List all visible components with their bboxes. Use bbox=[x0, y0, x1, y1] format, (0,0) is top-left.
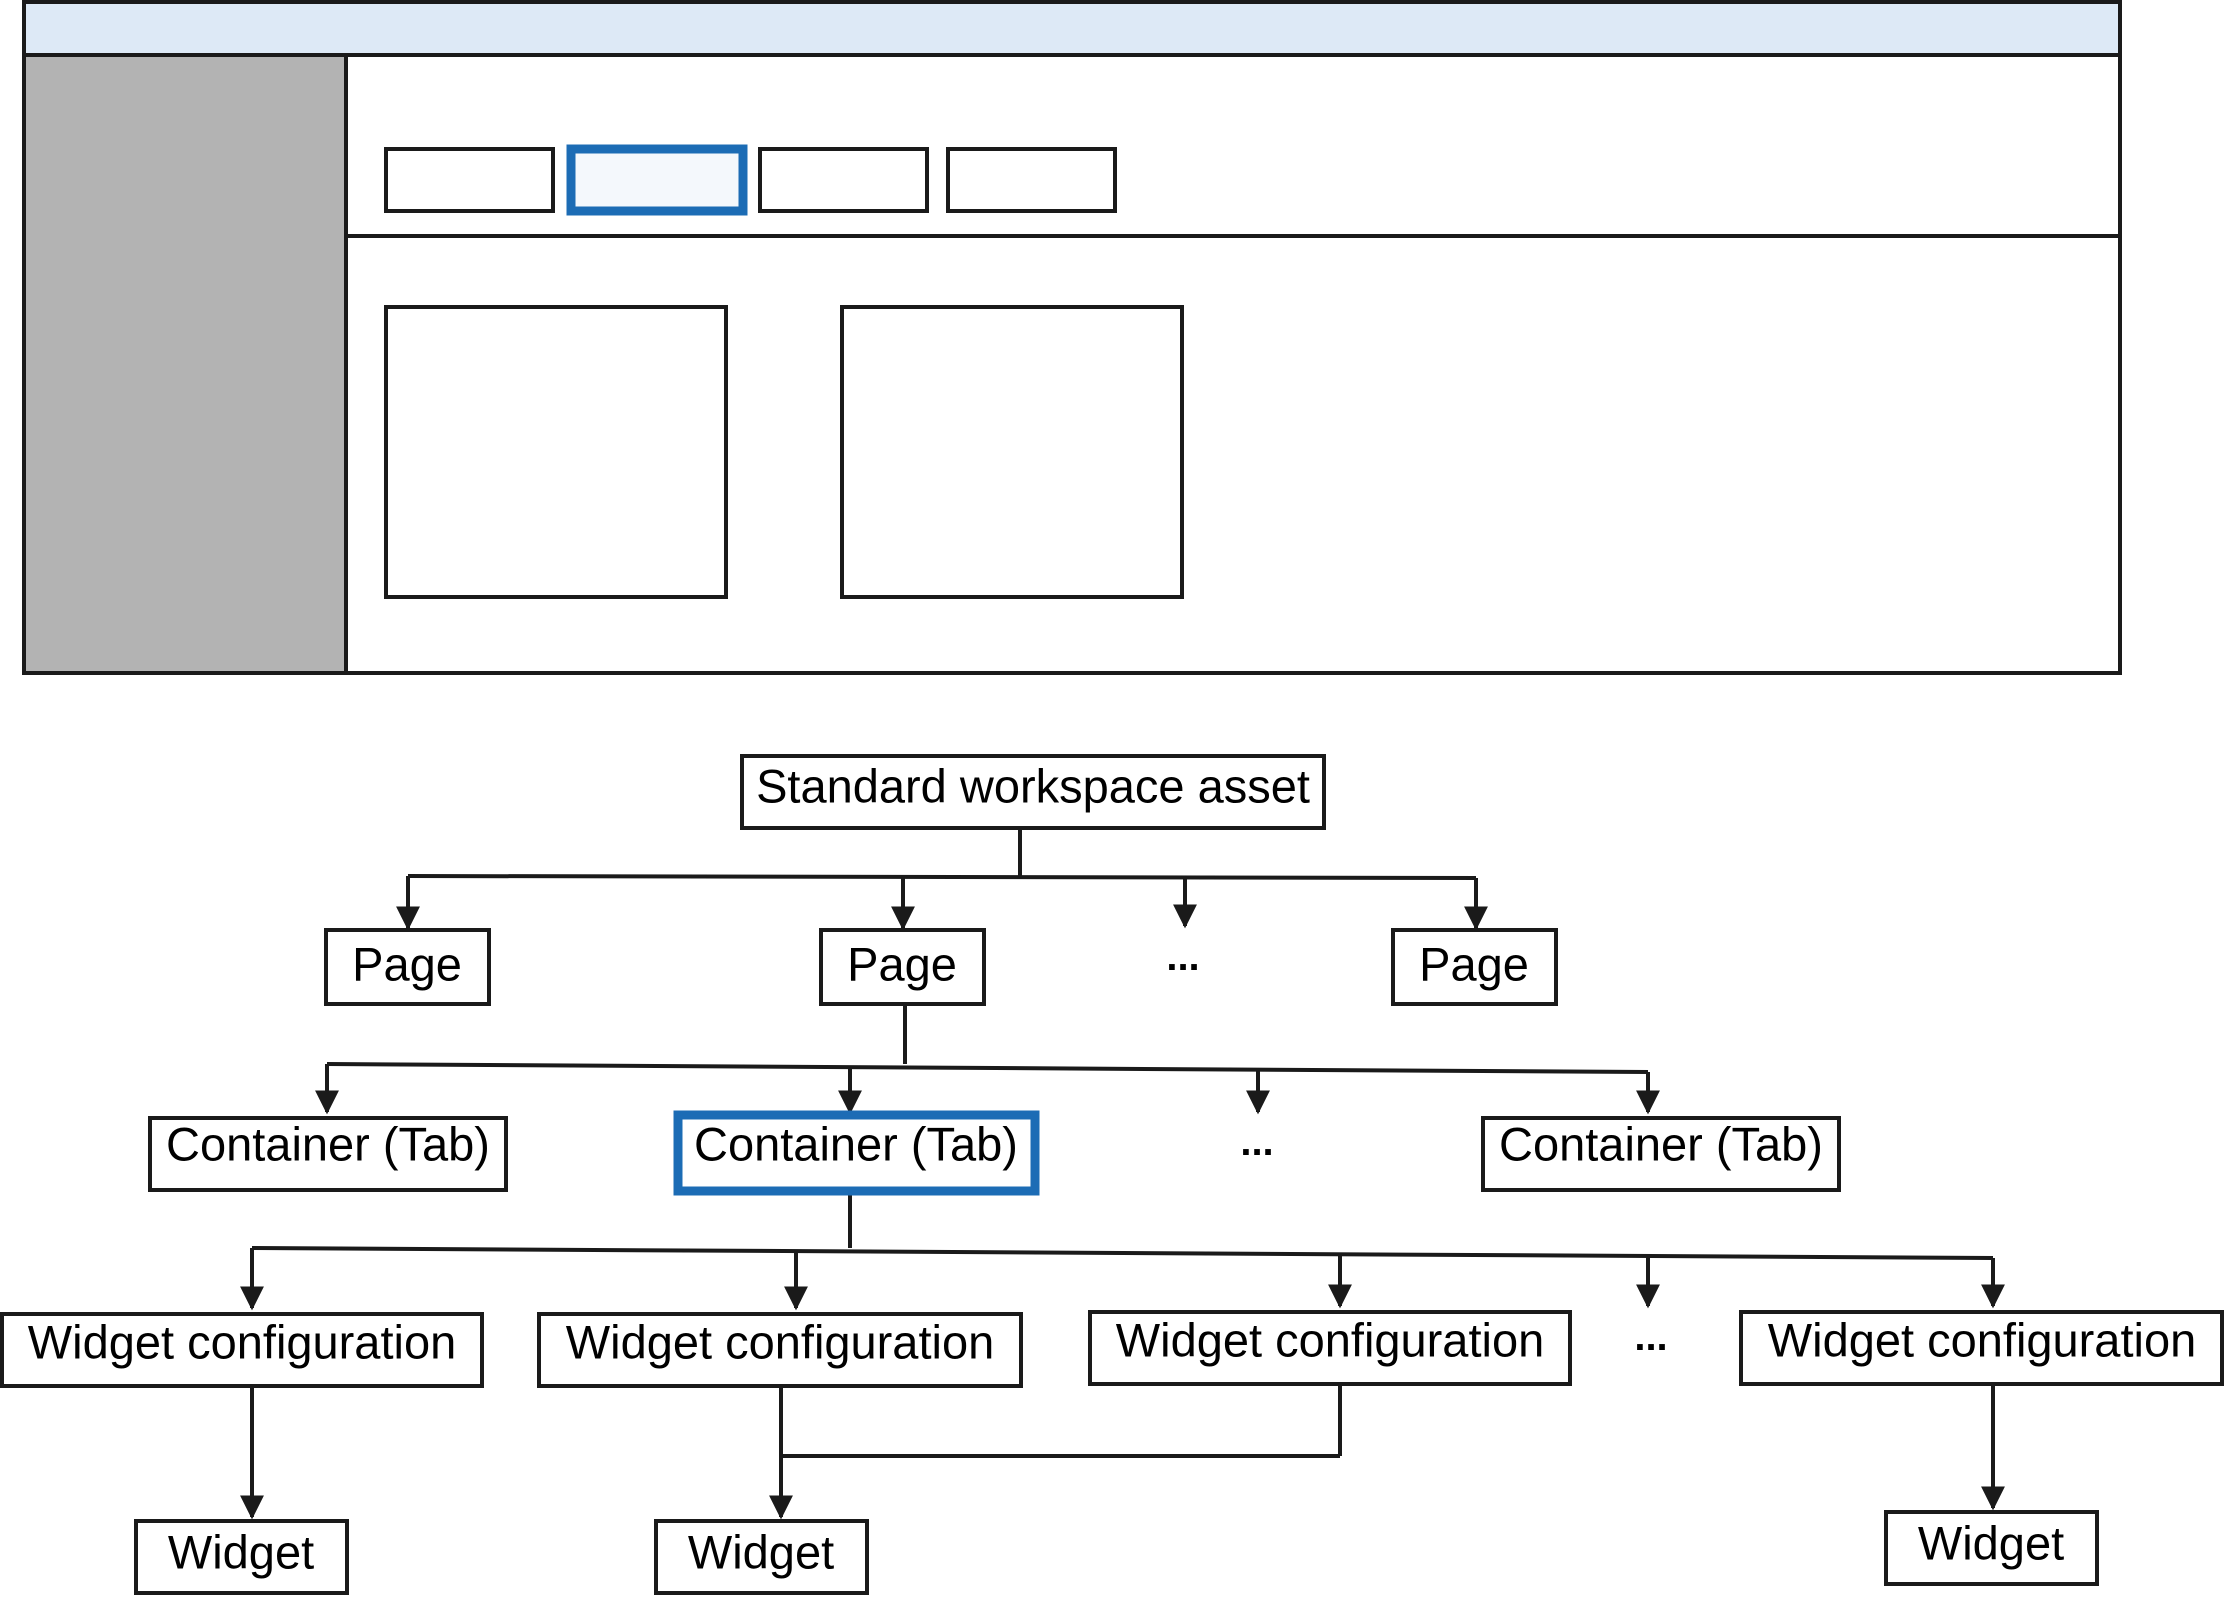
widget-configuration-node-3: Widget configuration bbox=[1088, 1310, 1572, 1386]
sidebar[interactable] bbox=[22, 53, 348, 675]
widget-configuration-label: Widget configuration bbox=[566, 1315, 994, 1368]
widget-configuration-node-1: Widget configuration bbox=[0, 1312, 484, 1388]
container-node-1: Container (Tab) bbox=[148, 1116, 508, 1192]
widget-configuration-label: Widget configuration bbox=[1116, 1313, 1544, 1366]
page-node-3: Page bbox=[1391, 928, 1558, 1006]
widget-node-1: Widget bbox=[134, 1519, 349, 1595]
workspace-mockup bbox=[22, 0, 2122, 675]
container-label: Container (Tab) bbox=[166, 1117, 490, 1170]
page-label: Page bbox=[1419, 937, 1529, 990]
container-label: Container (Tab) bbox=[694, 1117, 1018, 1170]
widget-label: Widget bbox=[168, 1525, 314, 1578]
widget-node-2: Widget bbox=[654, 1519, 869, 1595]
root-node: Standard workspace asset bbox=[740, 754, 1326, 830]
container-node-2-highlighted: Container (Tab) bbox=[673, 1110, 1040, 1196]
page-label: Page bbox=[352, 937, 462, 990]
page-ellipsis: ... bbox=[1166, 935, 1199, 979]
container-ellipsis: ... bbox=[1240, 1120, 1273, 1164]
container-label: Container (Tab) bbox=[1499, 1117, 1823, 1170]
widget-tile-2[interactable] bbox=[840, 305, 1184, 599]
widget-configuration-node-2: Widget configuration bbox=[537, 1312, 1023, 1388]
widget-configuration-node-4: Widget configuration bbox=[1739, 1310, 2224, 1386]
mock-tab-1[interactable] bbox=[384, 147, 555, 213]
widget-label: Widget bbox=[688, 1525, 834, 1578]
title-bar bbox=[22, 0, 2122, 57]
mock-tab-2-selected[interactable] bbox=[566, 144, 748, 216]
mock-tab-3[interactable] bbox=[758, 147, 929, 213]
mock-tab-4[interactable] bbox=[946, 147, 1117, 213]
connectors bbox=[240, 828, 2005, 1520]
widget-configuration-ellipsis: ... bbox=[1634, 1315, 1667, 1359]
widget-configuration-label: Widget configuration bbox=[28, 1315, 456, 1368]
root-label: Standard workspace asset bbox=[756, 759, 1310, 812]
widget-label: Widget bbox=[1918, 1516, 2064, 1569]
container-node-3: Container (Tab) bbox=[1481, 1116, 1841, 1192]
widget-node-3: Widget bbox=[1884, 1510, 2099, 1586]
widget-tile-1[interactable] bbox=[384, 305, 728, 599]
page-label: Page bbox=[847, 937, 957, 990]
page-node-2: Page bbox=[819, 928, 986, 1006]
page-node-1: Page bbox=[324, 928, 491, 1006]
widget-configuration-label: Widget configuration bbox=[1768, 1313, 2196, 1366]
